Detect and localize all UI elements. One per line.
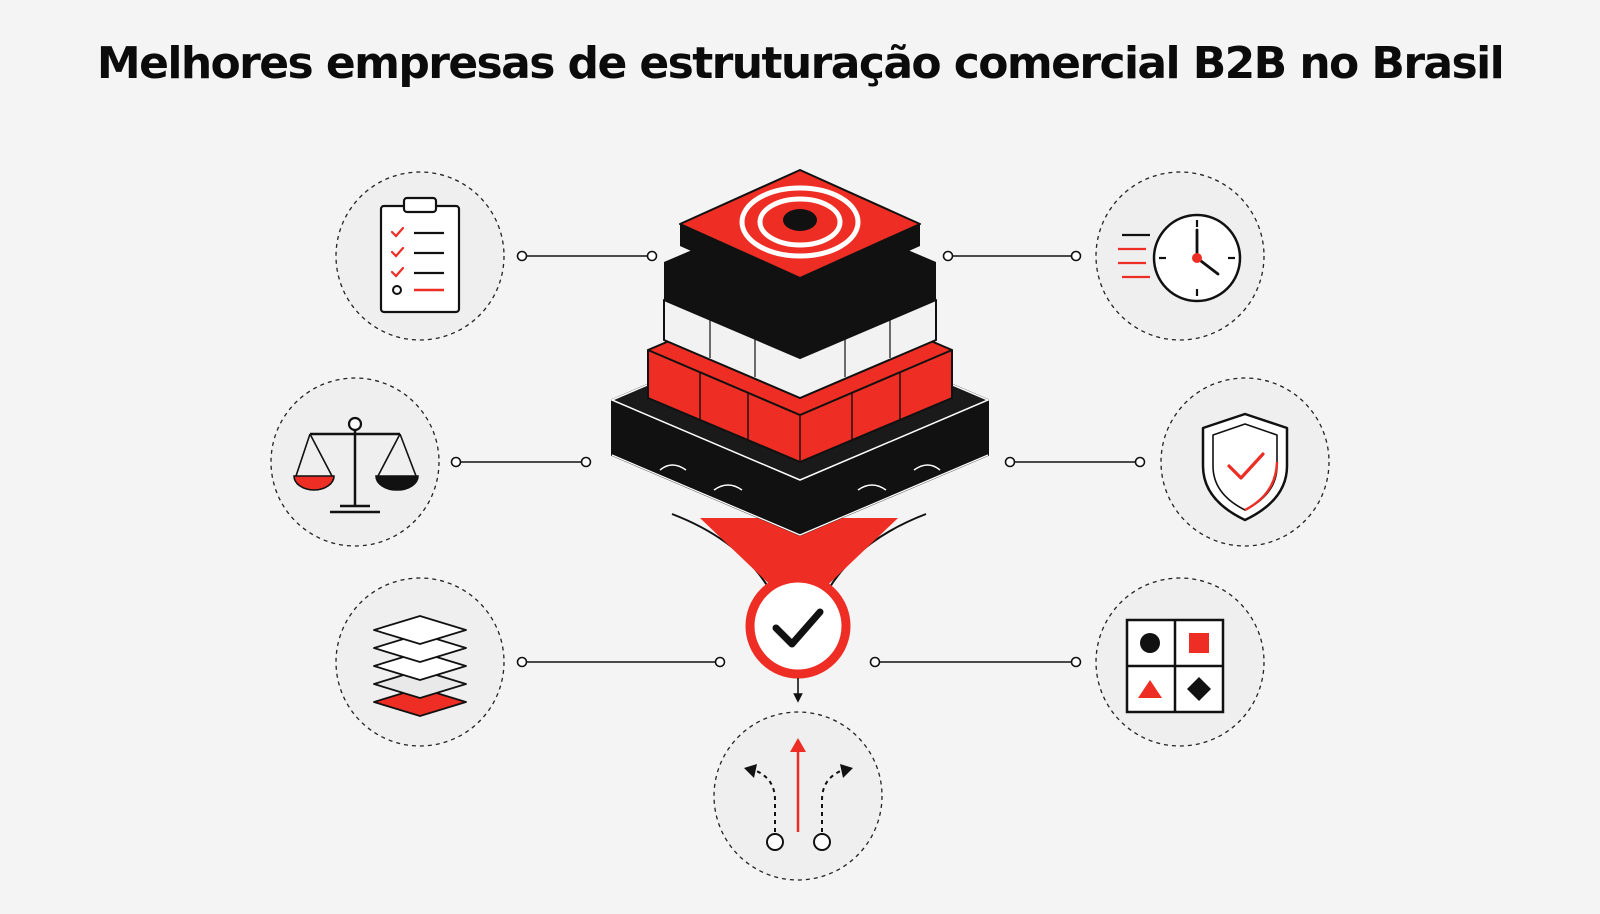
red-funnel <box>700 518 898 600</box>
page-title: Melhores empresas de estruturação comerc… <box>96 38 1505 89</box>
clock-icon <box>1118 213 1242 303</box>
shapes-grid-icon <box>1125 618 1225 714</box>
connector-middle-left <box>450 456 592 468</box>
connector-top-right <box>942 250 1082 262</box>
balance-scale-icon <box>293 416 419 514</box>
connector-bottom-right <box>869 656 1082 668</box>
clipboard-checklist-icon <box>379 196 461 314</box>
connector-bottom-left <box>516 656 726 668</box>
checkmark-icon <box>772 608 824 648</box>
stack-top <box>679 169 921 300</box>
connector-top-left <box>516 250 658 262</box>
central-stack <box>610 169 990 703</box>
connector-middle-right <box>1004 456 1146 468</box>
target-icon <box>739 185 861 259</box>
shield-check-icon <box>1201 412 1289 522</box>
connectors <box>450 250 1146 668</box>
checkmark-badge <box>745 573 851 679</box>
branching-arrows-icon <box>744 738 853 851</box>
layers-stack-icon <box>373 615 467 717</box>
